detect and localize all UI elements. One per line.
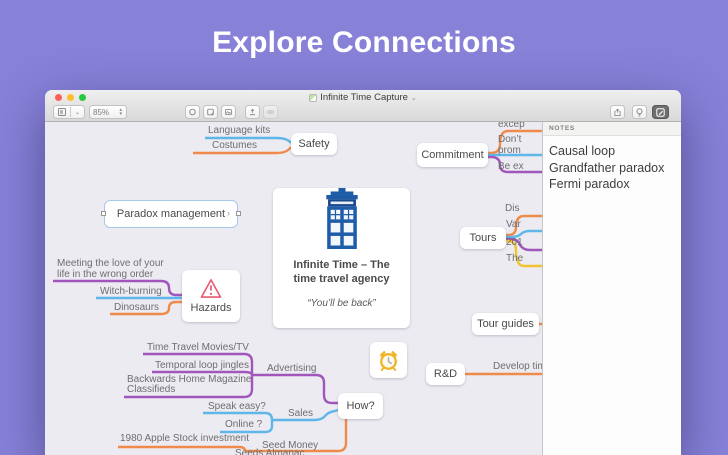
collapse-indicator-icon[interactable]: › (227, 208, 230, 219)
branch-label[interactable]: Dinosaurs (114, 302, 160, 313)
branch-label[interactable]: Seeds Almanac (235, 448, 305, 455)
inspector-button[interactable] (632, 105, 647, 119)
branch-label[interactable]: Don’t (498, 134, 522, 145)
central-node-subtitle: “You’ll be back” (307, 297, 376, 309)
branch-label[interactable]: Be ex (498, 161, 524, 172)
zoom-window-button[interactable] (79, 94, 86, 101)
titlebar: Infinite Time Capture ⌄ ⌄ 85% ▲ ▼ (45, 90, 681, 122)
notes-pencil-icon (656, 107, 665, 117)
branch-label[interactable]: Temporal loop jingles (155, 360, 249, 371)
note-button[interactable] (203, 105, 218, 119)
branch-label[interactable]: The (506, 253, 524, 264)
tardis-icon (325, 188, 358, 249)
window-title[interactable]: Infinite Time Capture ⌄ (45, 92, 681, 103)
node-clock[interactable] (370, 342, 407, 378)
share-button[interactable] (610, 105, 625, 119)
branch-label[interactable]: Meeting the love of your (57, 258, 164, 269)
stepper-down-icon: ▼ (118, 111, 123, 116)
view-mode-button[interactable]: ⌄ (53, 105, 85, 119)
note-icon (207, 108, 214, 116)
minimize-button[interactable] (67, 94, 74, 101)
mindmap-canvas[interactable]: Language kits Costumes excep Don’t prom … (45, 122, 542, 455)
node-hazards[interactable]: Hazards (182, 270, 240, 322)
branch-label[interactable]: Seed Money (262, 440, 319, 451)
traffic-lights (55, 94, 86, 101)
note-line: Grandfather paradox (549, 160, 665, 175)
window-title-text: Infinite Time Capture (320, 92, 408, 103)
branch-label[interactable]: Advertising (267, 363, 317, 374)
title-menu-chevron-icon: ⌄ (410, 94, 417, 102)
node-commitment[interactable]: Commitment (417, 143, 488, 167)
circle-icon (189, 108, 196, 116)
branch-label[interactable]: Speak easy? (208, 401, 266, 412)
stepper-icons: ▲ ▼ (118, 107, 123, 116)
branch-label[interactable]: 1980 Apple Stock investment (120, 433, 249, 444)
branch-label[interactable]: Dis (505, 203, 520, 214)
lightbulb-icon (636, 107, 643, 116)
branch-label[interactable]: excep (498, 122, 525, 130)
image-icon (225, 109, 232, 115)
node-label: Hazards (190, 302, 232, 314)
branch-label[interactable]: prom (498, 145, 521, 156)
link-icon (267, 110, 274, 114)
note-line: Causal loop (549, 144, 616, 158)
export-button[interactable] (245, 105, 260, 119)
arrow-up-from-line-icon (250, 108, 255, 116)
branch-label[interactable]: Time Travel Movies/TV (147, 342, 249, 353)
branch-label[interactable]: Costumes (212, 140, 258, 151)
view-chevron-icon: ⌄ (74, 109, 81, 116)
node-tours[interactable]: Tours (460, 227, 506, 249)
notes-panel-header: NOTES (543, 122, 681, 136)
node-tour-guides[interactable]: Tour guides (472, 313, 539, 335)
layout-icon (57, 108, 66, 116)
boundary-button[interactable] (185, 105, 200, 119)
zoom-stepper[interactable]: 85% ▲ ▼ (89, 105, 127, 119)
image-button[interactable] (221, 105, 236, 119)
branch-label[interactable]: Sales (288, 408, 314, 419)
node-safety[interactable]: Safety (291, 133, 337, 155)
notes-panel: NOTES Causal loop Grandfather paradox Fe… (542, 122, 681, 455)
branch-label[interactable]: life in the wrong order (57, 269, 154, 280)
branch-label[interactable]: Backwards Home Magazine (127, 374, 252, 385)
segment-divider (69, 107, 71, 117)
branch-lines (53, 129, 542, 453)
share-icon (614, 108, 621, 116)
branch-label[interactable]: Classifieds (127, 384, 176, 395)
central-node-title: Infinite Time – The time travel agency (293, 259, 390, 286)
app-window: Infinite Time Capture ⌄ ⌄ 85% ▲ ▼ (45, 90, 681, 455)
warning-triangle-icon (200, 279, 222, 298)
node-rnd[interactable]: R&D (426, 363, 465, 385)
notes-panel-button[interactable] (652, 105, 669, 119)
note-line: Fermi paradox (549, 177, 630, 191)
toolbar: ⌄ 85% ▲ ▼ (45, 103, 681, 122)
branch-label[interactable]: Var (506, 219, 521, 230)
close-button[interactable] (55, 94, 62, 101)
node-how[interactable]: How? (338, 393, 383, 419)
stepper-up-icon: ▲ (118, 107, 123, 112)
notes-editor[interactable]: Causal loop Grandfather paradox Fermi pa… (543, 136, 681, 200)
selection-handle-left[interactable] (101, 210, 106, 216)
branch-label[interactable]: Witch-burning (100, 286, 162, 297)
alarm-clock-icon (380, 350, 397, 371)
link-button[interactable] (263, 105, 278, 119)
branch-label[interactable]: Language kits (208, 125, 271, 136)
node-central[interactable]: Infinite Time – The time travel agency “… (273, 188, 410, 328)
node-label: Paradox management (116, 208, 226, 220)
branch-label[interactable]: 201 (506, 237, 523, 248)
document-proxy-icon (309, 93, 318, 102)
selection-handle-right[interactable] (236, 210, 241, 216)
node-paradox-management[interactable]: Paradox management › (101, 200, 241, 228)
window-content: Language kits Costumes excep Don’t prom … (45, 122, 681, 455)
branch-label[interactable]: Develop time (493, 361, 542, 372)
page-title: Explore Connections (212, 26, 516, 59)
branch-label[interactable]: Online ? (225, 419, 263, 430)
zoom-value: 85% (93, 107, 110, 117)
